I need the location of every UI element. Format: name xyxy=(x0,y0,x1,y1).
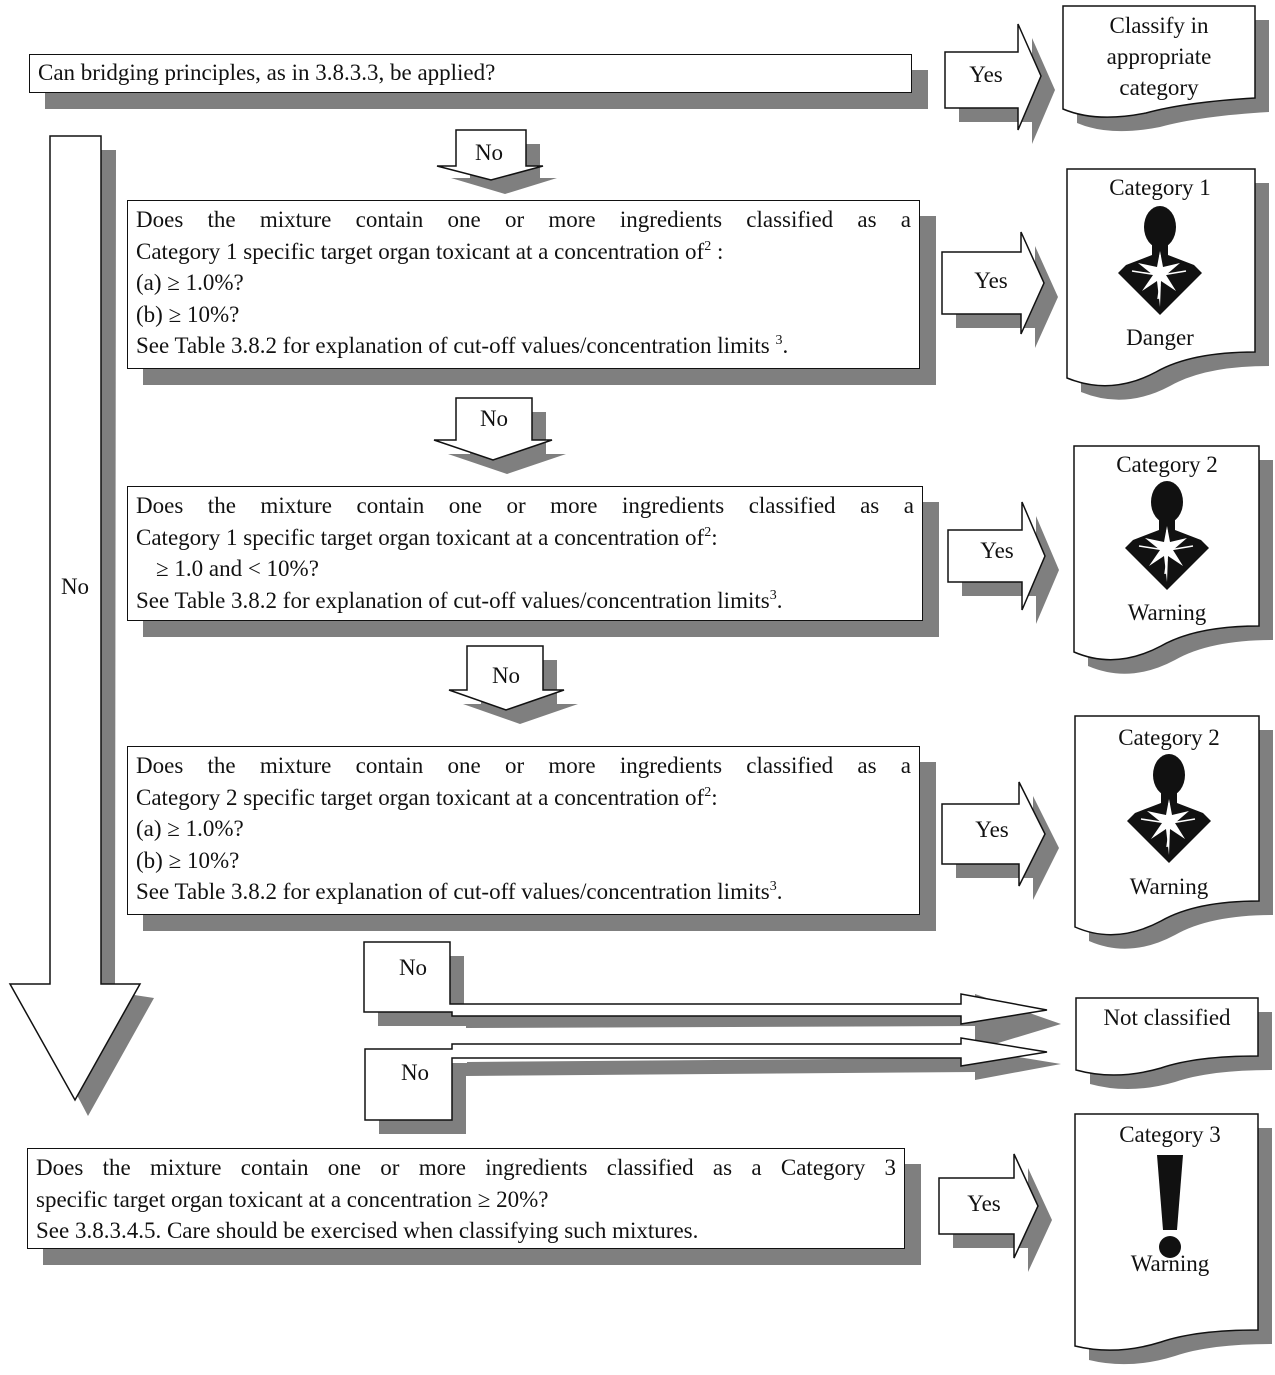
no-label-0: No xyxy=(475,140,503,165)
yes-label-4: Yes xyxy=(967,1191,1001,1216)
q1-line-4: (b) ≥ 10%? xyxy=(136,301,240,327)
no-arrow-lower xyxy=(364,1037,1061,1134)
q1-line-5: See Table 3.8.2 for explanation of cut-o… xyxy=(136,330,911,362)
yes-arrow-4 xyxy=(938,1153,1052,1272)
result-4-shape xyxy=(1074,1113,1259,1351)
question-category3-ingredients: Does the mixture contain one or more ing… xyxy=(27,1148,905,1249)
yes-arrow-1 xyxy=(941,231,1058,348)
exclamation-mark-icon xyxy=(1157,1155,1183,1258)
question-category1-ingredients: Does the mixture contain one or more ing… xyxy=(127,200,920,369)
q3-line-2-tail: : xyxy=(711,784,718,810)
no-label-2: No xyxy=(492,663,520,688)
no-label-upper: No xyxy=(399,955,427,980)
result-0-line-3: category xyxy=(1119,75,1199,100)
yes-label-3: Yes xyxy=(975,817,1009,842)
footnote-2: 2 xyxy=(704,238,712,254)
question-category2-ingredients: Does the mixture contain one or more ing… xyxy=(127,746,920,915)
result-4-signal: Warning xyxy=(1131,1251,1210,1276)
result-2-category: Category 2 xyxy=(1116,452,1218,477)
no-arrow-1 xyxy=(433,397,566,474)
q2-line-4-tail: . xyxy=(776,587,783,613)
result-0-line-2: appropriate xyxy=(1107,44,1212,69)
result-0-shape xyxy=(1062,5,1256,118)
yes-label-0: Yes xyxy=(969,62,1003,87)
q2-line-2-tail: : xyxy=(711,524,718,550)
q3-line-2-text: Category 2 specific target organ toxican… xyxy=(136,784,705,810)
left-no-arrow xyxy=(8,135,154,1116)
yes-label-1: Yes xyxy=(974,268,1008,293)
left-no-label: No xyxy=(61,574,89,599)
no-arrow-upper xyxy=(363,941,1061,1050)
yes-arrow-2 xyxy=(947,501,1059,624)
q1-line-5-tail: . xyxy=(782,333,789,358)
q3-line-3: (a) ≥ 1.0%? xyxy=(136,816,244,841)
not-classified-label: Not classified xyxy=(1103,1005,1231,1030)
result-1-category: Category 1 xyxy=(1109,175,1211,200)
no-arrow-2 xyxy=(448,645,578,724)
q1-line-1: Does the mixture contain one or more ing… xyxy=(136,207,911,232)
q3-line-2: Category 2 specific target organ toxican… xyxy=(136,782,911,814)
no-arrow-0 xyxy=(436,129,557,194)
q1-line-2-text: Category 1 specific target organ toxican… xyxy=(136,238,705,264)
question-category1-range: Does the mixture contain one or more ing… xyxy=(127,486,923,621)
result-2-signal: Warning xyxy=(1128,600,1207,625)
q2-line-4-text: See Table 3.8.2 for explanation of cut-o… xyxy=(136,587,770,613)
footnote-2: 2 xyxy=(704,784,712,800)
q2-line-2: Category 1 specific target organ toxican… xyxy=(136,522,914,554)
q2-line-3: ≥ 1.0 and < 10%? xyxy=(156,556,319,581)
q3-line-5-text: See Table 3.8.2 for explanation of cut-o… xyxy=(136,879,770,904)
no-label-lower: No xyxy=(401,1060,429,1085)
q3-line-1: Does the mixture contain one or more ing… xyxy=(136,753,911,778)
q4-line-2: specific target organ toxicant at a conc… xyxy=(36,1186,549,1212)
q1-line-2-tail: : xyxy=(711,238,724,264)
q2-line-1: Does the mixture contain one or more ing… xyxy=(136,493,914,518)
yes-arrow-0 xyxy=(944,23,1055,144)
q3-line-5-tail: . xyxy=(776,879,783,904)
result-1-signal: Danger xyxy=(1126,325,1194,350)
q1-line-2: Category 1 specific target organ toxican… xyxy=(136,236,911,268)
result-0-line-1: Classify in xyxy=(1109,13,1209,38)
q3-line-4: (b) ≥ 10%? xyxy=(136,847,240,873)
q1-line-3: (a) ≥ 1.0%? xyxy=(136,270,244,295)
q4-line-3: See 3.8.3.4.5. Care should be exercised … xyxy=(36,1218,699,1243)
result-nc-shape xyxy=(1075,997,1259,1076)
question-bridging: Can bridging principles, as in 3.8.3.3, … xyxy=(29,54,912,93)
q1-line-5-text: See Table 3.8.2 for explanation of cut-o… xyxy=(136,333,776,358)
q3-line-5: See Table 3.8.2 for explanation of cut-o… xyxy=(136,876,911,908)
no-label-1: No xyxy=(480,406,508,431)
yes-label-2: Yes xyxy=(980,538,1014,563)
yes-arrow-3 xyxy=(941,781,1059,900)
q2-line-2-text: Category 1 specific target organ toxican… xyxy=(136,524,705,550)
footnote-3: 3 xyxy=(769,587,777,603)
result-3-category: Category 2 xyxy=(1118,725,1220,750)
q4-line-1: Does the mixture contain one or more ing… xyxy=(36,1155,896,1180)
result-4-category: Category 3 xyxy=(1119,1122,1221,1147)
result-3-signal: Warning xyxy=(1130,874,1209,899)
footnote-3: 3 xyxy=(775,333,783,348)
footnote-3: 3 xyxy=(769,879,777,894)
footnote-2: 2 xyxy=(704,524,712,540)
q2-line-4: See Table 3.8.2 for explanation of cut-o… xyxy=(136,585,914,617)
question-bridging-text: Can bridging principles, as in 3.8.3.3, … xyxy=(38,60,496,85)
